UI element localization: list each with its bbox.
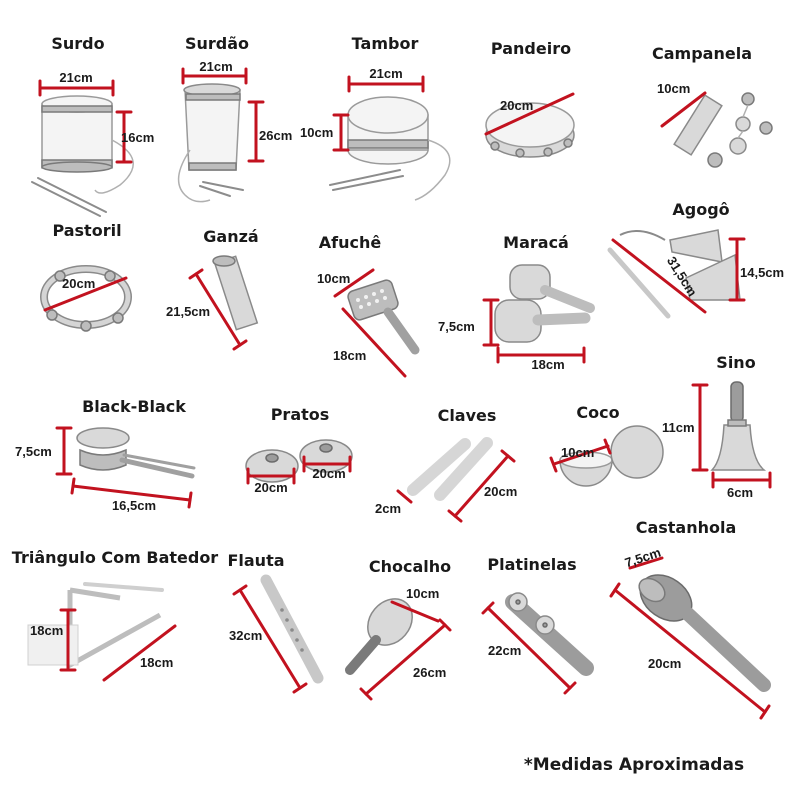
chocalho-title: Chocalho: [369, 557, 451, 576]
afuche-title: Afuchê: [319, 233, 382, 252]
maraca-height-label: 7,5cm: [438, 319, 475, 334]
coco-diameter-label: 10cm: [561, 445, 594, 460]
afuche-image: [347, 279, 420, 355]
afuche-width-label: 10cm: [317, 271, 350, 286]
pratos-right-diameter-label: 20cm: [312, 466, 345, 481]
platinelas-length-label: 22cm: [488, 643, 521, 658]
surdo-title: Surdo: [51, 34, 104, 53]
tambor-image: [329, 96, 451, 201]
triangulo-height-label: 18cm: [30, 623, 63, 638]
platinelas-card: Platinelas 22cm: [481, 555, 594, 695]
pandeiro-title: Pandeiro: [491, 39, 571, 58]
ganza-title: Ganzá: [203, 227, 258, 246]
maraca-image: [494, 264, 595, 343]
castanhola-width-label: 7,5cm: [623, 545, 663, 571]
maraca-card: Maracá 7,5cm 18cm: [438, 233, 595, 372]
coco-card: Coco 10cm: [549, 403, 664, 487]
sino-title: Sino: [716, 353, 755, 372]
triangulo-title: Triângulo Com Batedor: [12, 548, 219, 567]
castanhola-title: Castanhola: [636, 518, 737, 537]
coco-image: [559, 425, 664, 487]
surdao-title: Surdão: [185, 34, 249, 53]
maraca-title: Maracá: [503, 233, 569, 252]
chocalho-card: Chocalho 10cm 26cm: [345, 557, 452, 701]
black-black-image: [76, 427, 196, 479]
sino-height-label: 11cm: [662, 420, 695, 435]
black-black-length-label: 16,5cm: [112, 498, 156, 513]
triangulo-side-label: 18cm: [140, 655, 173, 670]
pastoril-image: [40, 265, 132, 332]
black-black-title: Black-Black: [82, 397, 186, 416]
ganza-length-label: 21,5cm: [166, 304, 210, 319]
castanhola-length-label: 20cm: [648, 656, 681, 671]
triangulo-image: [27, 582, 164, 670]
pratos-left-diameter-label: 20cm: [254, 480, 287, 495]
campanela-length-label: 10cm: [657, 81, 690, 96]
campanela-image: [673, 92, 773, 168]
tambor-height-label: 10cm: [300, 125, 333, 140]
pandeiro-diameter-label: 20cm: [500, 98, 533, 113]
tambor-card: Tambor 21cm 10cm: [300, 34, 451, 201]
surdao-card: Surdão 21cm 26cm: [177, 34, 292, 203]
pandeiro-card: Pandeiro 20cm: [484, 39, 575, 158]
pastoril-title: Pastoril: [52, 221, 121, 240]
surdo-height-label: 16cm: [121, 130, 154, 145]
sino-image: [710, 381, 767, 471]
pratos-title: Pratos: [271, 405, 330, 424]
sino-width-label: 6cm: [727, 485, 753, 500]
pastoril-diameter-label: 20cm: [62, 276, 95, 291]
afuche-card: Afuchê 10cm 18cm: [317, 233, 420, 378]
claves-title: Claves: [438, 406, 497, 425]
claves-card: Claves 2cm 20cm: [375, 406, 517, 523]
surdo-image: [31, 95, 134, 217]
flauta-title: Flauta: [227, 551, 284, 570]
tambor-width-label: 21cm: [369, 66, 402, 81]
claves-length-label: 20cm: [484, 484, 517, 499]
castanhola-image: [638, 574, 771, 692]
black-black-card: Black-Black 7,5cm 16,5cm: [15, 397, 196, 513]
chocalho-width-label: 10cm: [406, 586, 439, 601]
chocalho-image: [345, 598, 413, 675]
flauta-card: Flauta 32cm: [227, 551, 324, 694]
platinelas-image: [505, 592, 594, 676]
sino-card: Sino 11cm 6cm: [662, 353, 772, 500]
ganza-card: Ganzá 21,5cm: [166, 227, 259, 351]
claves-width-label: 2cm: [375, 501, 401, 516]
agogo-title: Agogô: [672, 200, 729, 219]
triangulo-card: Triângulo Com Batedor 18cm 18cm: [12, 548, 219, 682]
campanela-title: Campanela: [652, 44, 752, 63]
pastoril-card: Pastoril 20cm: [40, 221, 132, 332]
flauta-length-label: 32cm: [229, 628, 262, 643]
surdo-width-label: 21cm: [59, 70, 92, 85]
surdao-height-label: 26cm: [259, 128, 292, 143]
surdao-image: [177, 83, 244, 203]
agogo-card: Agogô 31,5cm 14,5cm: [607, 200, 784, 319]
afuche-length-label: 18cm: [333, 348, 366, 363]
coco-title: Coco: [576, 403, 619, 422]
surdao-width-label: 21cm: [199, 59, 232, 74]
pratos-card: Pratos 20cm 20cm: [245, 405, 353, 495]
tambor-title: Tambor: [352, 34, 419, 53]
black-black-height-label: 7,5cm: [15, 444, 52, 459]
agogo-height-label: 14,5cm: [740, 265, 784, 280]
agogo-image: [607, 229, 741, 319]
claves-stick-1: [407, 438, 471, 496]
surdo-card: Surdo 21cm 16cm: [31, 34, 154, 217]
approximate-measures-note: *Medidas Aproximadas: [524, 755, 744, 775]
platinelas-title: Platinelas: [487, 555, 576, 574]
claves-stick-2: [434, 437, 493, 501]
maraca-length-label: 18cm: [531, 357, 564, 372]
chocalho-length-label: 26cm: [413, 665, 446, 680]
flauta-image: [260, 574, 324, 684]
ganza-image: [212, 255, 259, 331]
campanela-card: Campanela 10cm: [652, 44, 773, 168]
castanhola-card: Castanhola 7,5cm 20cm: [609, 518, 771, 720]
